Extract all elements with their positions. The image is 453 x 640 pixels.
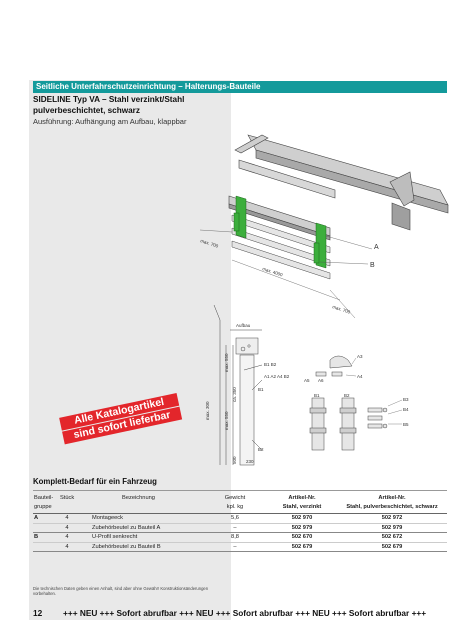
parts-table: Bauteil- gruppe Stück Bezeichnung Gewich… — [33, 490, 447, 552]
label-a: A — [374, 244, 379, 251]
dim-v6: 230 — [246, 459, 254, 464]
footnote: Die technischen Daten geben einen Anhalt… — [33, 586, 209, 597]
header-weight: Gewicht kpl. kg — [224, 495, 246, 510]
detail-b1: B1 B2 — [264, 362, 277, 367]
detail-a3: A3 — [357, 354, 363, 359]
requirements-title: Komplett-Bedarf für ein Fahrzeug — [33, 477, 157, 486]
sidebar-panel — [29, 80, 231, 620]
dim-v4: ca. 350 — [232, 387, 237, 402]
product-execution: Ausführung: Aufhängung am Aufbau, klappb… — [33, 117, 187, 126]
detail-b6: B4 — [403, 407, 409, 412]
label-b: B — [370, 262, 375, 269]
chassis-frame — [228, 134, 449, 241]
header-art2: Artikel-Nr. Stahl, pulverbeschichtet, sc… — [346, 495, 438, 510]
dim-v5: 500 — [232, 456, 237, 464]
detail-a6: A6 — [318, 378, 324, 383]
detail-b4: B2 — [258, 447, 264, 452]
detail-a1: A1 A2 A4 B2 — [264, 374, 290, 379]
footer-ticker: +++ NEU +++ Sofort abrufbar +++ NEU +++ … — [63, 608, 427, 618]
detail-b5: B3 — [403, 397, 409, 402]
aufbau-label: Aufbau — [236, 323, 251, 328]
header-art1: Artikel-Nr. Stahl, verzinkt — [282, 495, 322, 510]
detail-b7: B5 — [403, 422, 409, 427]
page-number: 12 — [33, 608, 43, 618]
product-subtitle: SIDELINE Typ VA – Stahl verzinkt/Stahl p… — [33, 95, 185, 115]
dim-max-4000: max. 4000 — [262, 266, 284, 277]
exploded-parts — [309, 355, 388, 451]
header-part: Bauteil- gruppe — [34, 495, 54, 510]
detail-a7: B1 — [314, 393, 320, 398]
header-desc: Bezeichnung — [122, 495, 155, 501]
detail-a8: B2 — [344, 393, 350, 398]
guard-rails — [231, 214, 331, 280]
detail-a4: A4 — [357, 374, 363, 379]
section-header: Seitliche Unterfahrschutzeinrichtung – H… — [33, 81, 447, 93]
detail-b3: B1 — [258, 387, 264, 392]
dim-max-700-b: max. 700 — [332, 304, 352, 315]
detail-a5: A5 — [304, 378, 310, 383]
header-qty: Stück — [60, 495, 75, 501]
green-brackets — [233, 195, 327, 269]
table-header: Bauteil- gruppe Stück Bezeichnung Gewich… — [33, 490, 447, 514]
